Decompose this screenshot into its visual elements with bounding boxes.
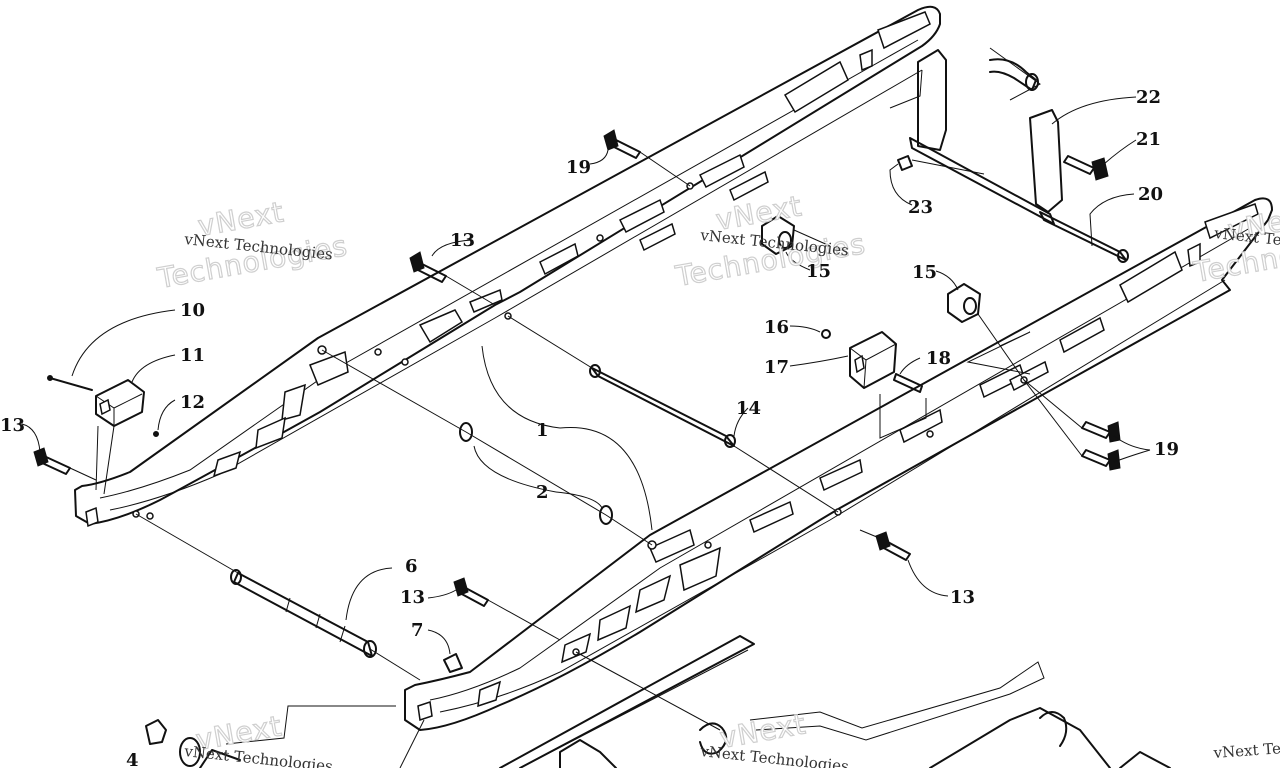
callout-2: 2 bbox=[536, 482, 549, 503]
callout-1: 1 bbox=[536, 420, 549, 441]
bolt-23 bbox=[897, 155, 913, 171]
callout-13-left: 13 bbox=[0, 415, 25, 436]
callout-15-right: 15 bbox=[912, 262, 937, 283]
pin-10 bbox=[47, 375, 93, 391]
leader-lines bbox=[21, 96, 1151, 768]
watermark-group: vNext Technologies vNext Technologies vN… bbox=[154, 189, 1280, 768]
bolt-19-top bbox=[603, 129, 641, 159]
bolt-13-middle bbox=[453, 577, 489, 607]
bolt-19-right-lower bbox=[1081, 449, 1121, 471]
callout-11: 11 bbox=[180, 345, 205, 366]
callout-17: 17 bbox=[764, 357, 789, 378]
front-arm-bracket bbox=[909, 47, 1063, 225]
rear-axle-6 bbox=[230, 569, 377, 658]
callout-19-top: 19 bbox=[566, 157, 591, 178]
callout-13-right: 13 bbox=[950, 587, 975, 608]
spacer-15-top bbox=[761, 215, 795, 255]
washer-2-lower bbox=[599, 505, 613, 525]
callout-6: 6 bbox=[405, 556, 418, 577]
nut-16 bbox=[821, 329, 831, 339]
watermark-bottom-right-text: vNext Technologies bbox=[1212, 734, 1280, 762]
callout-15-top: 15 bbox=[806, 261, 831, 282]
bolt-13-right bbox=[875, 531, 911, 561]
spacer-15-right bbox=[947, 283, 981, 323]
callout-18: 18 bbox=[926, 348, 951, 369]
stopper-block-17 bbox=[849, 331, 897, 389]
assembly-lines bbox=[69, 151, 1083, 731]
callout-21: 21 bbox=[1136, 129, 1161, 150]
callout-7: 7 bbox=[411, 620, 424, 641]
callout-19-right: 19 bbox=[1154, 439, 1179, 460]
callout-10: 10 bbox=[180, 300, 205, 321]
bushing-7 bbox=[443, 653, 463, 673]
nut-4 bbox=[145, 719, 201, 767]
callout-16: 16 bbox=[764, 317, 789, 338]
bolt-13-upper bbox=[409, 251, 447, 283]
cross-shaft-14 bbox=[589, 364, 736, 448]
bolt-13-left bbox=[33, 447, 71, 475]
callout-labels: 1 2 4 6 7 10 11 12 13 13 13 13 14 15 15 … bbox=[0, 87, 1179, 768]
callout-20: 20 bbox=[1138, 184, 1163, 205]
callout-22: 22 bbox=[1136, 87, 1161, 108]
callout-13-upper: 13 bbox=[450, 230, 475, 251]
callout-12: 12 bbox=[180, 392, 205, 413]
washer-2-upper bbox=[459, 422, 473, 442]
bolt-21 bbox=[1063, 155, 1109, 181]
callout-4: 4 bbox=[126, 750, 139, 768]
bolt-18 bbox=[893, 373, 923, 393]
callout-13-middle: 13 bbox=[400, 587, 425, 608]
bolt-19-right-upper bbox=[1081, 421, 1121, 443]
right-slide-rail bbox=[404, 197, 1273, 731]
lower-components bbox=[199, 635, 1171, 768]
stopper-block-11 bbox=[95, 379, 145, 427]
clip-12 bbox=[153, 431, 159, 437]
callout-14: 14 bbox=[736, 398, 761, 419]
left-slide-rail bbox=[74, 5, 941, 528]
callout-23: 23 bbox=[908, 197, 933, 218]
